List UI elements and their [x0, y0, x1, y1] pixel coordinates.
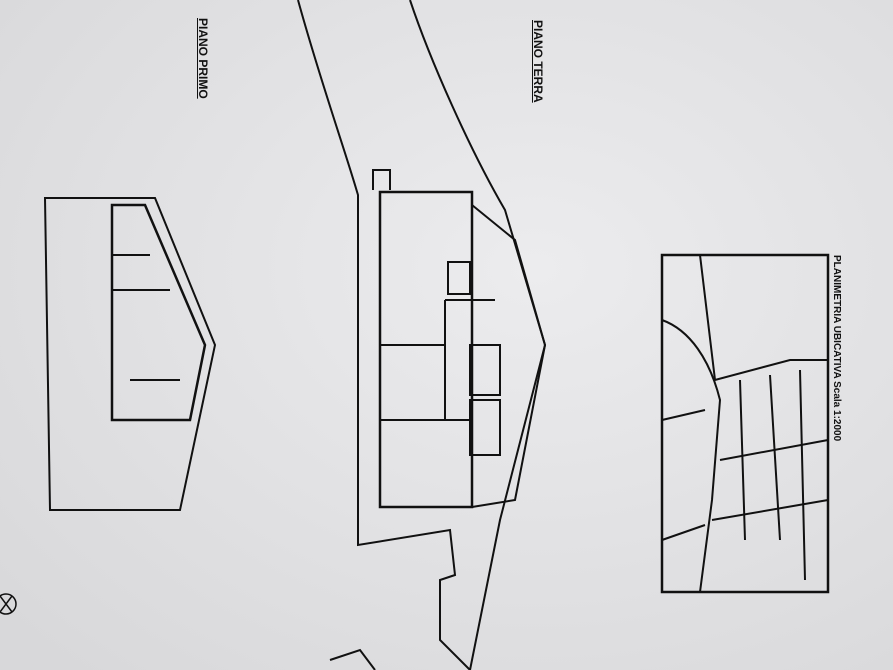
road-edge-right: [409, 0, 547, 670]
location-map-title: PLANIMETRIA UBICATIVA Scala 1:2000: [831, 255, 842, 442]
ground-floor-plan: [372, 169, 547, 509]
first-floor-plan: [43, 197, 217, 511]
road-edge-left: [297, 0, 471, 670]
first-floor-title: PIANO PRIMO: [196, 18, 210, 99]
location-map: [660, 253, 830, 594]
ground-floor-title: PIANO TERRA: [531, 20, 545, 103]
north-arrow: [0, 593, 17, 615]
